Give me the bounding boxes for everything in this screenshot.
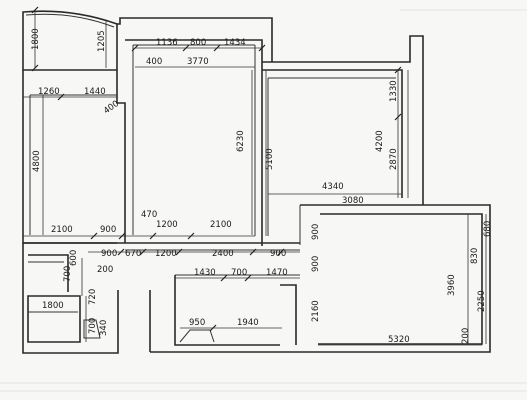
dim-1430: 1430 [194,268,216,278]
dim-700-b: 700 [231,268,247,278]
dim-3770: 3770 [187,57,209,67]
dim-900-v2: 900 [311,256,321,272]
dim-6230: 6230 [236,130,246,152]
dim-3960: 3960 [447,274,457,296]
dim-2870: 2870 [389,148,399,170]
dimension-lines [23,6,487,346]
dim-1136: 1136 [156,38,178,48]
dim-400-a: 400 [146,57,162,67]
dim-1800-bottom: 1800 [42,301,64,311]
dim-2160: 2160 [311,300,321,322]
dim-1440: 1440 [84,87,106,97]
dim-1800-top: 1800 [31,28,41,50]
dim-800-top: 800 [190,38,206,48]
dim-2100-left: 2100 [51,225,73,235]
dim-1200-b: 1200 [155,249,177,259]
walls [22,10,491,354]
dim-3080: 3080 [342,196,364,206]
dim-830: 830 [470,248,480,264]
dim-1434: 1434 [224,38,246,48]
dim-470: 470 [141,210,157,220]
dim-200-b: 200 [461,328,471,344]
dim-600: 600 [69,250,79,266]
dim-700-a: 700 [63,266,73,282]
dim-4340: 4340 [322,182,344,192]
dim-2400: 2400 [212,249,234,259]
dim-4800: 4800 [32,150,42,172]
dim-400-b: 400 [102,99,121,117]
dim-900-v1: 900 [311,224,321,240]
dim-900-c: 900 [270,249,286,259]
dim-950: 950 [189,318,205,328]
dim-5320: 5320 [388,335,410,345]
dim-5100: 5100 [265,148,275,170]
scan-texture [0,9,527,392]
dim-340: 340 [99,320,109,336]
dim-720: 720 [88,289,98,305]
dim-900-a: 900 [100,225,116,235]
dim-1260: 1260 [38,87,60,97]
dim-680: 680 [483,221,493,237]
dim-2250: 2250 [477,290,487,312]
dim-1200-a: 1200 [156,220,178,230]
dim-2100-mid: 2100 [210,220,232,230]
dim-4200: 4200 [375,130,385,152]
dim-670: 670 [125,249,141,259]
dim-900-b: 900 [101,249,117,259]
dim-1470: 1470 [266,268,288,278]
dim-1330: 1330 [389,80,399,102]
dim-1205: 1205 [97,30,107,52]
dim-200-a: 200 [97,265,113,275]
dimension-labels: 1800 1205 1136 800 1434 400 3770 1260 14… [31,28,493,345]
dim-700-c: 700 [88,318,98,334]
dim-1940: 1940 [237,318,259,328]
